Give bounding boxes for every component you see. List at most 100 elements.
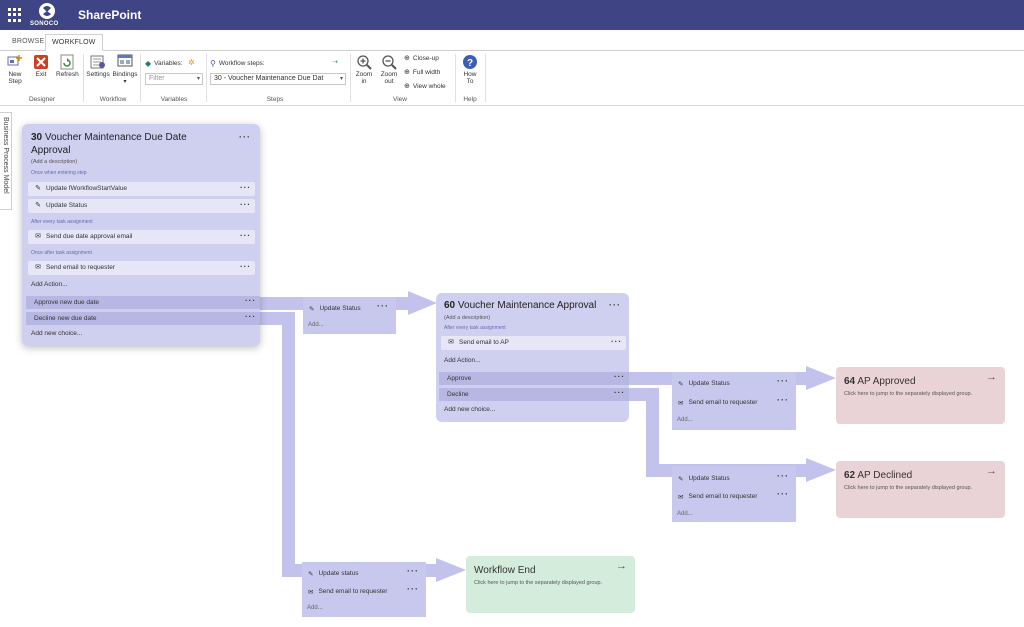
transition-approve60[interactable]: ✎Update Status ··· ✉ Send email to reques… — [672, 372, 796, 430]
transition-action[interactable]: ✎Update Status — [309, 305, 361, 313]
variables-filter-field[interactable]: Filter ▾ — [145, 73, 203, 85]
business-process-model-tab[interactable]: Business Process Model — [0, 112, 12, 210]
choice-approve-new-due-date[interactable]: Approve new due date··· — [26, 296, 260, 309]
add-action-link[interactable]: Add... — [308, 322, 324, 328]
refresh-button[interactable]: Refresh — [56, 54, 79, 78]
more-icon[interactable]: ··· — [777, 471, 789, 481]
step-60-card[interactable]: 60 Voucher Maintenance Approval ··· (Add… — [436, 293, 629, 422]
workflow-steps-select[interactable]: 30 - Voucher Maintenance Due Dat ▾ — [210, 73, 346, 85]
more-icon[interactable]: ··· — [240, 262, 251, 271]
view-whole-button[interactable]: ⊕View whole — [404, 82, 446, 91]
add-action-link[interactable]: Add... — [307, 605, 323, 611]
transition-decline30[interactable]: ✎Update status ··· ✉Send email to reques… — [302, 562, 426, 617]
add-action-link[interactable]: Add... — [677, 511, 693, 517]
connector-decline30-b — [282, 312, 295, 576]
transition-action[interactable]: ✎Update Status — [678, 475, 730, 483]
more-icon[interactable]: ··· — [240, 183, 251, 192]
group-64-ap-approved[interactable]: 64 AP Approved → Click here to jump to t… — [836, 367, 1005, 424]
more-icon[interactable]: ··· — [239, 132, 251, 142]
action-row[interactable]: ✉Send due date approval email··· — [28, 230, 255, 244]
action-row[interactable]: ✉Send email to requester··· — [28, 261, 255, 275]
add-choice-link[interactable]: Add new choice... — [444, 406, 496, 413]
more-icon[interactable]: ··· — [777, 376, 789, 386]
connector-approve30-head — [408, 291, 437, 315]
add-action-link[interactable]: Add Action... — [444, 357, 481, 364]
step-description[interactable]: (Add a description) — [444, 315, 491, 321]
more-icon[interactable]: ··· — [407, 584, 419, 594]
settings-label: Settings — [86, 71, 110, 78]
settings-button[interactable]: Settings — [86, 54, 110, 78]
add-choice-link[interactable]: Add new choice... — [31, 330, 83, 337]
more-icon[interactable]: ··· — [245, 296, 256, 305]
close-up-label: Close-up — [412, 54, 439, 62]
action-label: Send email to AP — [459, 339, 509, 346]
more-icon[interactable]: ··· — [777, 489, 789, 499]
steps-label-row: ⚲ Workflow steps: — [210, 59, 265, 68]
add-action-link[interactable]: Add Action... — [31, 281, 68, 288]
step-description[interactable]: (Add a description) — [31, 159, 78, 165]
transition-action[interactable]: ✎Update Status — [678, 380, 730, 388]
steps-navigate-icon[interactable]: ⇢ — [332, 59, 338, 66]
action-row[interactable]: ✎Update Status··· — [28, 199, 255, 213]
step-title-line-2: Approval — [31, 145, 71, 156]
choice-decline[interactable]: Decline ··· — [439, 388, 629, 401]
transition-action-label: Send email to requester — [688, 399, 758, 406]
choice-label: Decline — [447, 391, 469, 398]
designer-group-label: Designer — [28, 96, 55, 103]
group-separator — [206, 54, 207, 102]
tab-workflow[interactable]: WORKFLOW — [45, 34, 103, 51]
more-icon[interactable]: ··· — [240, 200, 251, 209]
mail-icon: ✉ — [678, 400, 684, 407]
more-icon[interactable]: ··· — [777, 395, 789, 405]
tab-browse[interactable]: BROWSE — [12, 38, 45, 45]
group-workflow-end[interactable]: Workflow End → Click here to jump to the… — [466, 556, 635, 613]
transition-action[interactable]: ✉ Send email to requester — [678, 399, 757, 407]
app-launcher-icon[interactable] — [8, 8, 22, 22]
action-row[interactable]: ✉Send email to AP··· — [441, 336, 626, 350]
bindings-button[interactable]: Bindings ▾ — [112, 54, 138, 86]
workflow-group-label: Workflow — [99, 96, 127, 103]
help-group-label: Help — [463, 96, 477, 103]
transition-action-label: Send email to requester — [318, 588, 388, 595]
group-title-text: AP Declined — [857, 470, 913, 481]
transition-action[interactable]: ✉Send email to requester — [308, 588, 387, 596]
exit-button[interactable]: Exit — [32, 54, 50, 78]
more-icon[interactable]: ··· — [245, 312, 256, 321]
transition-action-label: Update status — [318, 570, 359, 577]
transition-action[interactable]: ✉Send email to requester — [678, 493, 757, 501]
action-row[interactable]: ✎Update fWorkflowStartValue··· — [28, 182, 255, 196]
company-logo[interactable] — [34, 1, 60, 29]
action-label: Send email to requester — [46, 264, 116, 271]
more-icon[interactable]: ··· — [609, 300, 621, 310]
suite-title[interactable]: SharePoint — [78, 8, 142, 22]
more-icon[interactable]: ··· — [240, 231, 251, 240]
group-62-ap-declined[interactable]: 62 AP Declined → Click here to jump to t… — [836, 461, 1005, 518]
add-action-link[interactable]: Add... — [677, 417, 693, 423]
choice-approve[interactable]: Approve··· — [439, 372, 629, 385]
more-icon[interactable]: ··· — [614, 388, 625, 397]
full-width-button[interactable]: ⊕Full width — [404, 68, 440, 77]
transition-decline60[interactable]: ✎Update Status ··· ✉Send email to reques… — [672, 466, 796, 522]
help-icon: ? — [463, 55, 477, 69]
group-title: Workflow End — [474, 565, 536, 576]
group-separator — [83, 54, 84, 102]
transition-action[interactable]: ✎Update status — [308, 570, 359, 578]
variables-settings-icon[interactable]: ✲ — [188, 58, 195, 67]
transition-action-label: Update Status — [319, 305, 361, 312]
choice-decline-new-due-date[interactable]: Decline new due date··· — [26, 312, 260, 325]
group-separator — [350, 54, 351, 102]
step-60-title[interactable]: 60 Voucher Maintenance Approval — [444, 299, 596, 312]
more-icon[interactable]: ··· — [377, 301, 389, 311]
steps-group-label: Steps — [266, 96, 284, 103]
more-icon[interactable]: ··· — [407, 566, 419, 576]
more-icon[interactable]: ··· — [611, 337, 622, 346]
more-icon[interactable]: ··· — [614, 372, 625, 381]
transition-approve30[interactable]: ✎Update Status ··· Add... — [303, 297, 396, 334]
close-up-button[interactable]: ⊕Close-up — [404, 54, 439, 63]
